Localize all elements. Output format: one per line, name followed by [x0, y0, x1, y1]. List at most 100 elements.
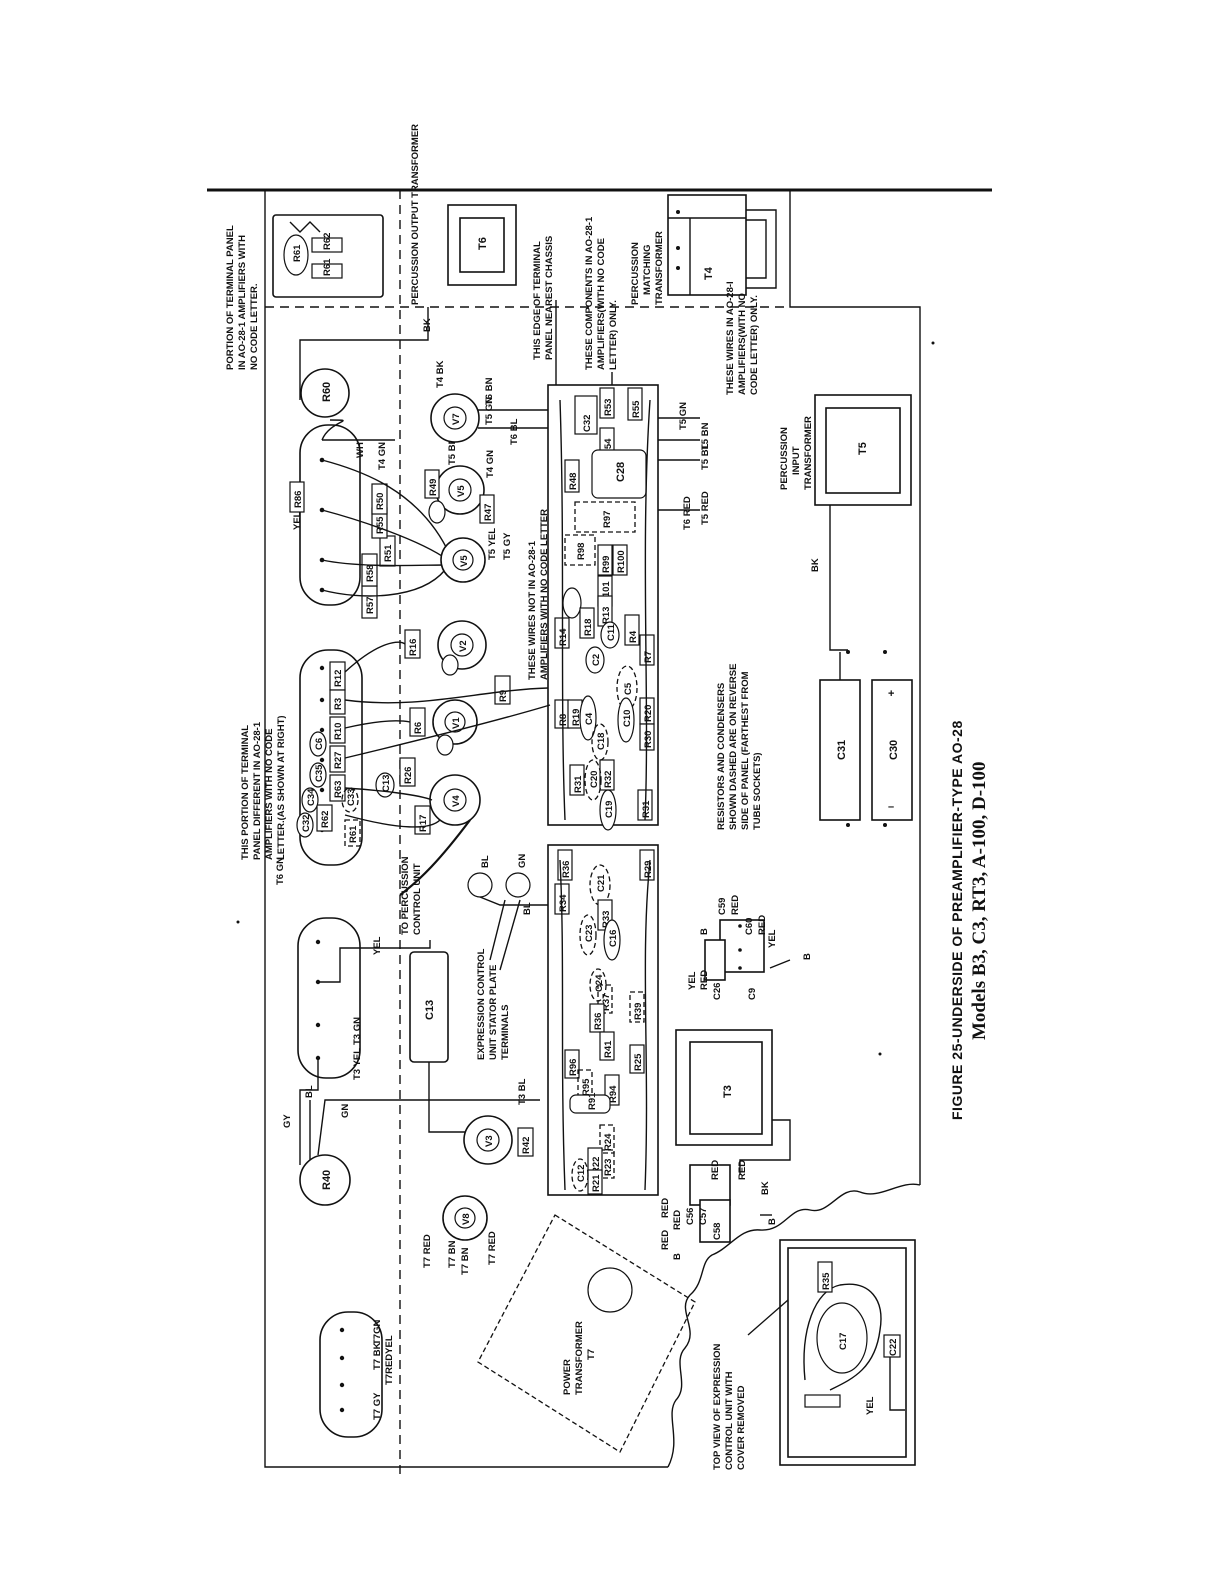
svg-text:R98: R98 — [576, 543, 587, 560]
svg-text:T5: T5 — [857, 442, 869, 455]
svg-text:RED: RED — [672, 1210, 683, 1230]
note-components-2: AMPLIFIERS(WITH NO CODE — [596, 238, 607, 370]
svg-text:B: B — [672, 1253, 683, 1260]
svg-text:T7REDYEL: T7REDYEL — [384, 1335, 395, 1385]
svg-text:T6: T6 — [477, 237, 489, 250]
svg-text:T6 BL: T6 BL — [509, 418, 520, 445]
svg-text:R4: R4 — [628, 630, 639, 643]
v2-socket: V2 — [437, 620, 487, 676]
svg-text:WH: WH — [355, 442, 366, 458]
note-terminal-portion-3: NO CODE LETTER. — [249, 283, 260, 370]
svg-text:RED: RED — [660, 1230, 671, 1250]
c33 — [341, 787, 359, 813]
expression-control-inset: C17 R35 C22 YEL — [779, 1239, 916, 1466]
svg-text:BK: BK — [810, 558, 821, 572]
note-this-portion-3: AMPLIFIERS WITH NO CODE — [264, 729, 275, 860]
t5-label-3: TRANSFORMER — [803, 416, 814, 490]
svg-text:GN: GN — [340, 1104, 351, 1118]
note-expr-1: EXPRESSION CONTROL — [476, 948, 487, 1060]
r10: R10 — [329, 716, 346, 744]
svg-text:C18: C18 — [596, 733, 607, 750]
figure-caption: FIGURE 25-UNDERSIDE OF PREAMPLIFIER-TYPE… — [949, 720, 965, 1120]
c56-c57-c58-caps: C56 C57 C58 RED RED RED B RED RED BK B — [660, 1160, 778, 1260]
svg-text:R27: R27 — [333, 752, 344, 769]
svg-text:T3 GN: T3 GN — [352, 1017, 363, 1045]
v4-socket: V4 — [429, 774, 481, 826]
svg-text:R17: R17 — [418, 815, 429, 832]
r17: R17 — [414, 805, 431, 835]
svg-text:R34: R34 — [558, 894, 569, 912]
r3: R3 — [329, 689, 346, 715]
r40-pot: R40 — [299, 1058, 540, 1206]
svg-text:R61: R61 — [292, 244, 303, 262]
svg-text:T4: T4 — [703, 266, 715, 280]
svg-text:R24: R24 — [603, 1133, 614, 1151]
upper-terminal-strip — [299, 424, 361, 606]
chassis-outline — [264, 190, 921, 1468]
r61-dashed: R61 — [344, 819, 361, 847]
svg-text:BK: BK — [422, 318, 433, 332]
svg-text:T5 YEL: T5 YEL — [487, 528, 498, 560]
svg-text:C2: C2 — [591, 654, 602, 666]
svg-text:C26: C26 — [712, 983, 723, 1000]
svg-text:YEL: YEL — [865, 1396, 876, 1415]
svg-text:R10: R10 — [333, 723, 344, 740]
svg-text:R12: R12 — [333, 670, 344, 687]
svg-text:R42: R42 — [521, 1137, 532, 1154]
svg-text:C31: C31 — [836, 740, 848, 760]
svg-text:C9: C9 — [747, 988, 758, 1000]
note-to-perc-1: TO PERCUSSION — [400, 856, 411, 935]
svg-text:C19: C19 — [604, 801, 615, 818]
r6: R6 — [409, 707, 426, 737]
svg-text:V8: V8 — [461, 1213, 472, 1225]
lower-terminal-strip — [297, 917, 361, 1079]
svg-text:R23: R23 — [603, 1159, 614, 1176]
svg-text:V1: V1 — [451, 717, 462, 729]
svg-text:C28: C28 — [615, 462, 627, 482]
c6 — [309, 731, 327, 757]
svg-text:R18: R18 — [583, 619, 594, 636]
svg-text:T5 BN: T5 BN — [447, 437, 458, 465]
svg-text:C6: C6 — [314, 738, 325, 750]
svg-text:POWER: POWER — [562, 1359, 573, 1395]
note-reverse-3: SIDE OF PANEL (FARTHEST FROM — [740, 671, 751, 830]
svg-text:T6 BN: T6 BN — [484, 377, 495, 405]
svg-text:R50: R50 — [375, 493, 386, 510]
svg-text:R36: R36 — [593, 1013, 604, 1030]
gn-terminal — [505, 872, 531, 898]
note-to-perc-2: CONTROL UNIT — [412, 863, 423, 935]
svg-text:T3: T3 — [722, 1085, 734, 1098]
r60-pot: R60 BK — [299, 307, 433, 418]
svg-text:R55: R55 — [375, 516, 386, 534]
svg-text:C30: C30 — [888, 740, 900, 760]
svg-text:R35: R35 — [821, 1272, 832, 1290]
note-this-portion-2: PANEL DIFFERENT IN AO-28-1 — [252, 721, 263, 860]
svg-text:C10: C10 — [622, 710, 633, 727]
svg-text:RED: RED — [710, 1160, 721, 1180]
c34 — [301, 787, 319, 813]
svg-text:R99: R99 — [601, 556, 612, 573]
v7-socket: V7 — [430, 393, 480, 443]
svg-text:R58: R58 — [365, 565, 376, 582]
note-top-view-1: TOP VIEW OF EXPRESSION — [712, 1344, 723, 1470]
svg-text:R22: R22 — [591, 1157, 602, 1174]
svg-text:C13: C13 — [424, 1000, 436, 1020]
c32 — [296, 812, 314, 838]
svg-text:T5 BL: T5 BL — [700, 443, 711, 470]
note-edge-2: PANEL NEAREST CHASSIS — [544, 236, 555, 360]
note-components-3: LETTER) ONLY. — [608, 300, 619, 370]
svg-text:C32: C32 — [301, 815, 312, 832]
svg-text:R16: R16 — [408, 639, 419, 656]
bl-terminal — [467, 872, 493, 898]
svg-text:R36: R36 — [561, 861, 572, 878]
svg-text:T7: T7 — [586, 1349, 597, 1360]
v8-socket: V8 — [442, 1195, 488, 1241]
c13-capacitor: C13 — [409, 951, 470, 1133]
svg-text:RED: RED — [730, 895, 741, 915]
svg-text:C23: C23 — [584, 925, 595, 942]
t6-transformer: T6 — [447, 204, 517, 286]
svg-text:T5 GN: T5 GN — [678, 402, 689, 430]
svg-text:C5: C5 — [623, 682, 634, 695]
svg-text:R62: R62 — [320, 811, 331, 828]
note-expr-2: UNIT STATOR PLATE — [488, 965, 499, 1060]
